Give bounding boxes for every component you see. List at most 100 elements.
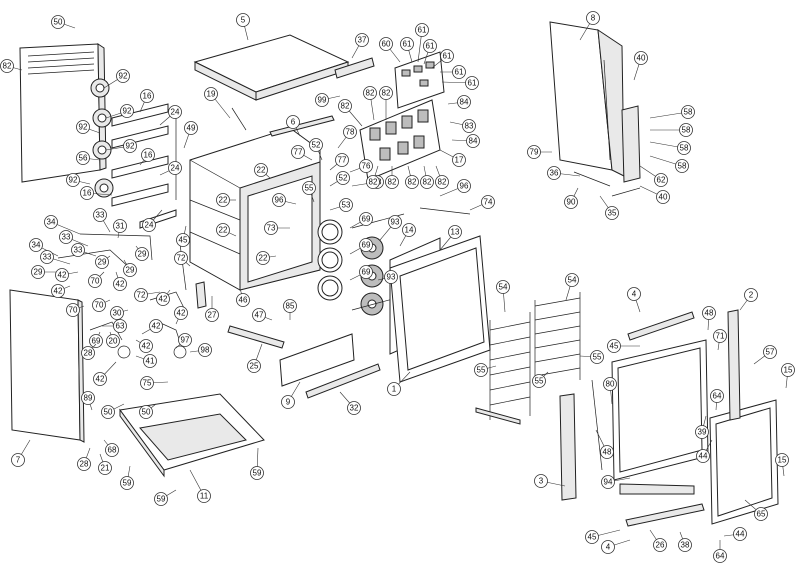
callout-circle bbox=[452, 153, 466, 167]
callout-93: 93 bbox=[379, 215, 402, 241]
rack-shelves-part bbox=[475, 292, 581, 425]
callout-19: 19 bbox=[204, 87, 231, 119]
callout-68: 68 bbox=[103, 439, 119, 457]
callout-92: 92 bbox=[66, 173, 91, 187]
callout-label: 64 bbox=[716, 552, 725, 561]
callout-label: 97 bbox=[181, 336, 190, 345]
callout-label: 82 bbox=[438, 178, 447, 187]
callout-circle bbox=[466, 134, 480, 148]
callout-circle bbox=[675, 159, 689, 173]
callout-circle bbox=[379, 86, 393, 100]
callout-42: 42 bbox=[135, 339, 153, 353]
callout-circle bbox=[93, 372, 107, 386]
callout-circle bbox=[359, 265, 373, 279]
callout-circle bbox=[93, 208, 107, 222]
callout-60: 60 bbox=[379, 37, 401, 63]
callout-53: 53 bbox=[329, 198, 353, 212]
callout-label: 53 bbox=[342, 201, 351, 210]
callout-label: 63 bbox=[116, 322, 125, 331]
callout-label: 16 bbox=[143, 92, 152, 101]
callout-label: 69 bbox=[362, 215, 371, 224]
callout-circle bbox=[347, 401, 361, 415]
callout-70: 70 bbox=[88, 271, 105, 288]
callout-circle bbox=[527, 145, 541, 159]
callout-circle bbox=[154, 492, 168, 506]
callout-label: 82 bbox=[423, 178, 432, 187]
callout-label: 34 bbox=[32, 241, 41, 250]
callout-label: 46 bbox=[239, 296, 248, 305]
callout-label: 6 bbox=[291, 118, 296, 127]
callout-56: 56 bbox=[76, 151, 101, 165]
callout-label: 42 bbox=[159, 295, 168, 304]
callout-label: 33 bbox=[96, 211, 105, 220]
callout-71: 71 bbox=[713, 329, 727, 351]
callout-label: 29 bbox=[138, 250, 147, 259]
callout-circle bbox=[600, 445, 614, 459]
callout-label: 7 bbox=[16, 456, 21, 465]
callout-circle bbox=[656, 190, 670, 204]
callout-label: 49 bbox=[187, 124, 196, 133]
callout-label: 72 bbox=[177, 254, 186, 263]
callout-6: 6 bbox=[286, 115, 301, 137]
callout-circle bbox=[264, 221, 278, 235]
callout-47: 47 bbox=[252, 308, 273, 322]
callout-61: 61 bbox=[440, 65, 466, 79]
callout-61: 61 bbox=[400, 37, 414, 63]
callout-circle bbox=[198, 343, 212, 357]
callout-circle bbox=[733, 527, 747, 541]
callout-label: 22 bbox=[219, 196, 228, 205]
callout-circle bbox=[236, 293, 250, 307]
callout-circle bbox=[585, 530, 599, 544]
callout-label: 59 bbox=[123, 479, 132, 488]
callout-48: 48 bbox=[595, 429, 614, 459]
callout-label: 15 bbox=[784, 366, 793, 375]
callout-96: 96 bbox=[439, 179, 471, 197]
callout-circle bbox=[286, 115, 300, 129]
callout-label: 60 bbox=[382, 40, 391, 49]
callout-label: 42 bbox=[177, 309, 186, 318]
callout-69: 69 bbox=[89, 331, 103, 348]
callout-40: 40 bbox=[639, 185, 670, 204]
callout-circle bbox=[205, 308, 219, 322]
callout-circle bbox=[601, 540, 615, 554]
callout-44: 44 bbox=[696, 439, 713, 463]
callout-circle bbox=[405, 175, 419, 189]
callout-circle bbox=[134, 288, 148, 302]
callout-33: 33 bbox=[59, 230, 89, 247]
callout-label: 36 bbox=[550, 169, 559, 178]
callout-label: 33 bbox=[43, 253, 52, 262]
callout-label: 45 bbox=[179, 236, 188, 245]
callout-label: 42 bbox=[152, 322, 161, 331]
callout-8: 8 bbox=[579, 11, 600, 41]
callout-label: 33 bbox=[74, 246, 83, 255]
callout-92: 92 bbox=[76, 120, 101, 134]
callout-circle bbox=[283, 299, 297, 313]
callout-circle bbox=[627, 287, 641, 301]
callout-label: 22 bbox=[259, 254, 268, 263]
callout-69: 69 bbox=[349, 212, 373, 229]
callout-42: 42 bbox=[51, 284, 71, 298]
callout-80: 80 bbox=[603, 377, 617, 405]
callout-label: 8 bbox=[591, 14, 596, 23]
callout-82: 82 bbox=[363, 86, 377, 121]
callout-label: 61 bbox=[443, 52, 452, 61]
callout-circle bbox=[679, 123, 693, 137]
callout-59: 59 bbox=[250, 447, 264, 480]
callout-label: 77 bbox=[338, 156, 347, 165]
callout-92: 92 bbox=[105, 139, 137, 153]
callout-label: 70 bbox=[69, 306, 78, 315]
callout-22: 22 bbox=[216, 223, 237, 237]
callout-label: 92 bbox=[123, 107, 132, 116]
callout-label: 29 bbox=[126, 266, 135, 275]
callout-circle bbox=[457, 95, 471, 109]
callout-63: 63 bbox=[102, 319, 127, 333]
callout-label: 92 bbox=[79, 123, 88, 132]
callout-label: 92 bbox=[119, 72, 128, 81]
callout-58: 58 bbox=[649, 105, 695, 119]
callout-22: 22 bbox=[216, 193, 236, 207]
callout-circle bbox=[51, 284, 65, 298]
bottom-tray-part bbox=[119, 393, 265, 478]
callout-circle bbox=[359, 238, 373, 252]
callout-58: 58 bbox=[650, 123, 693, 137]
callout-label: 64 bbox=[713, 392, 722, 401]
